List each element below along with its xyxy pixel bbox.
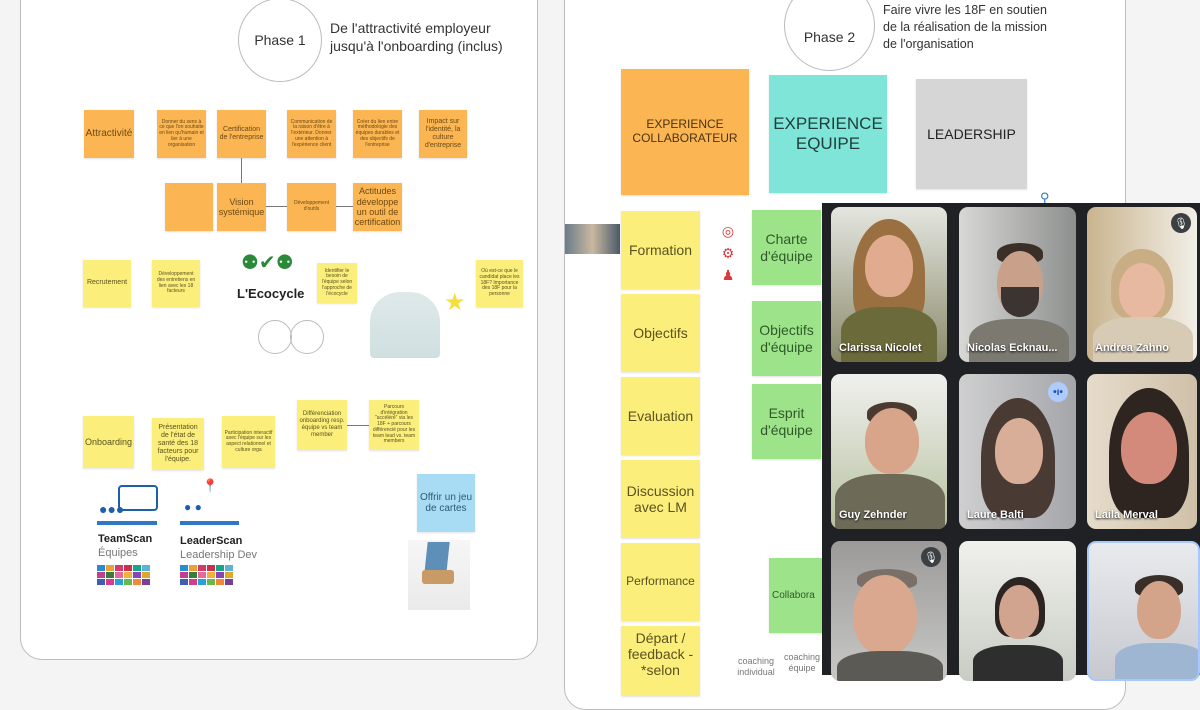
participant-name: Laure Balti — [967, 509, 1024, 521]
sticky-donner-du-sens[interactable]: Donner du sens à ce que l'on souhaite en… — [157, 110, 206, 158]
teamscan-title: TeamScan — [98, 533, 153, 545]
muted-mic-icon: 🎙 — [1171, 213, 1191, 233]
participant-name: Guy Zehnder — [839, 509, 907, 521]
connector-line — [266, 206, 287, 207]
connector-line — [347, 425, 369, 426]
participant-name: Clarissa Nicolet — [839, 342, 922, 354]
sticky-esprit-equipe[interactable]: Esprit d'équipe — [752, 384, 821, 459]
star-icon: ★ — [444, 289, 466, 316]
location-pin-icon: ⚲ — [1040, 190, 1050, 205]
sticky-onboarding[interactable]: Onboarding — [83, 416, 134, 468]
participant-tile-pinned[interactable] — [1087, 541, 1200, 681]
participant-name: Nicolas Ecknau... — [967, 342, 1058, 354]
sticky-blank[interactable] — [165, 183, 213, 231]
participant-tile[interactable]: •ı• Laure Balti — [959, 374, 1076, 529]
sticky-vision-systemique[interactable]: Vision systémique — [217, 183, 266, 231]
sticky-discussion-lm[interactable]: Discussion avec LM — [621, 460, 700, 538]
connector-line — [241, 158, 242, 183]
phase1-label: Phase 1 — [254, 32, 306, 48]
participant-name: Laila Merval — [1095, 509, 1158, 521]
sticky-objectifs[interactable]: Objectifs — [621, 294, 700, 372]
header-experience-equipe[interactable]: EXPERIENCE EQUIPE — [769, 75, 887, 193]
teamscan-logo-icon: ●●● — [97, 485, 160, 527]
sticky-impact-identite[interactable]: Impact sur l'identité, la culture d'entr… — [419, 110, 467, 158]
sticky-candidat-18f[interactable]: Où est-ce que le candidat place les 18F?… — [476, 260, 523, 307]
teamscan-subtitle: Équipes — [98, 547, 138, 559]
sticky-entretiens[interactable]: Développement des entretiens en lien ave… — [152, 260, 200, 307]
sticky-evaluation[interactable]: Evaluation — [621, 377, 700, 455]
leaderscan-subtitle: Leadership Dev — [180, 549, 258, 561]
phase1-description: De l'attractivité employeur jusqu'à l'on… — [330, 20, 503, 54]
factors-temple-image — [370, 292, 440, 358]
sticky-participation[interactable]: Participation interactif avec l'équipe s… — [222, 416, 275, 468]
sticky-attractivite[interactable]: Attractivité — [84, 110, 134, 158]
leaderscan-title: LeaderScan — [180, 535, 243, 547]
leaderscan-logo-icon: 📍 ● ● — [180, 478, 240, 528]
header-leadership[interactable]: LEADERSHIP — [916, 79, 1027, 189]
sticky-depart-feedback[interactable]: Départ / feedback - *selon — [621, 626, 700, 696]
phase2-description: Faire vivre les 18F en soutien de la réa… — [883, 3, 1047, 51]
sticky-performance[interactable]: Performance — [621, 543, 700, 621]
sticky-besoin-equipe[interactable]: Identifier le besoin de l'équipe selon l… — [317, 263, 357, 303]
ecocycle-title: L'Ecocycle — [237, 286, 305, 301]
ecocycle-people-icon: ⚉✔⚉ — [241, 252, 294, 274]
phase1-circle: Phase 1 — [238, 0, 322, 82]
participant-tile[interactable] — [959, 541, 1076, 681]
sticky-actitudes[interactable]: Actitudes développe un outil de certific… — [353, 183, 402, 231]
participant-tile[interactable]: 🎙 — [831, 541, 947, 681]
speaking-indicator-icon: •ı• — [1048, 382, 1068, 402]
ecocycle-diagram-image — [240, 310, 335, 356]
training-icon: ◎⚙♟ — [721, 223, 735, 283]
participant-tile[interactable]: Laila Merval — [1087, 374, 1197, 529]
video-call-panel: Clarissa Nicolet Nicolas Ecknau... 🎙 And… — [822, 203, 1200, 681]
sticky-objectifs-equipe[interactable]: Objectifs d'équipe — [752, 301, 821, 376]
muted-mic-icon: 🎙 — [921, 547, 941, 567]
coaching-equipe-label: coaching équipe — [784, 652, 821, 673]
sticky-jeu-de-cartes[interactable]: Offrir un jeu de cartes — [417, 474, 475, 532]
sticky-presentation[interactable]: Présentation de l'état de santé des 18 f… — [152, 418, 204, 470]
sticky-recrutement[interactable]: Recrutement — [83, 260, 131, 307]
sticky-parcours-integration[interactable]: Parcours d'intégration "accéléré" via le… — [369, 400, 419, 450]
connector-line — [336, 206, 353, 207]
sticky-communication[interactable]: Communication de la raison d'être à l'ex… — [287, 110, 336, 158]
sticky-developpement-outils[interactable]: Développement d'outils — [287, 183, 336, 231]
phase2-label: Phase 2 — [803, 28, 856, 45]
sticky-formation[interactable]: Formation — [621, 211, 700, 289]
participant-tile[interactable]: 🎙 Andrea Zahno — [1087, 207, 1197, 362]
sticky-differenciation[interactable]: Différenciation onboarding resp. équipe … — [297, 400, 347, 450]
leaderscan-factors-grid — [180, 565, 233, 585]
header-experience-collaborateur[interactable]: EXPERIENCE COLLABORATEUR — [621, 69, 749, 195]
card-deck-product-image — [408, 540, 470, 610]
coaching-individual-label: coaching individual — [737, 656, 775, 677]
meeting-photo — [565, 224, 620, 254]
participant-name: Andrea Zahno — [1095, 342, 1169, 354]
teamscan-factors-grid — [97, 565, 150, 585]
participant-tile[interactable]: Nicolas Ecknau... — [959, 207, 1076, 362]
participant-tile[interactable]: Guy Zehnder — [831, 374, 947, 529]
sticky-certification[interactable]: Certification de l'entreprise — [217, 110, 266, 158]
participant-tile[interactable]: Clarissa Nicolet — [831, 207, 947, 362]
sticky-creer-du-lien[interactable]: Créer du lien entre méthodologie des équ… — [353, 110, 402, 158]
sticky-charte-equipe[interactable]: Charte d'équipe — [752, 210, 821, 285]
